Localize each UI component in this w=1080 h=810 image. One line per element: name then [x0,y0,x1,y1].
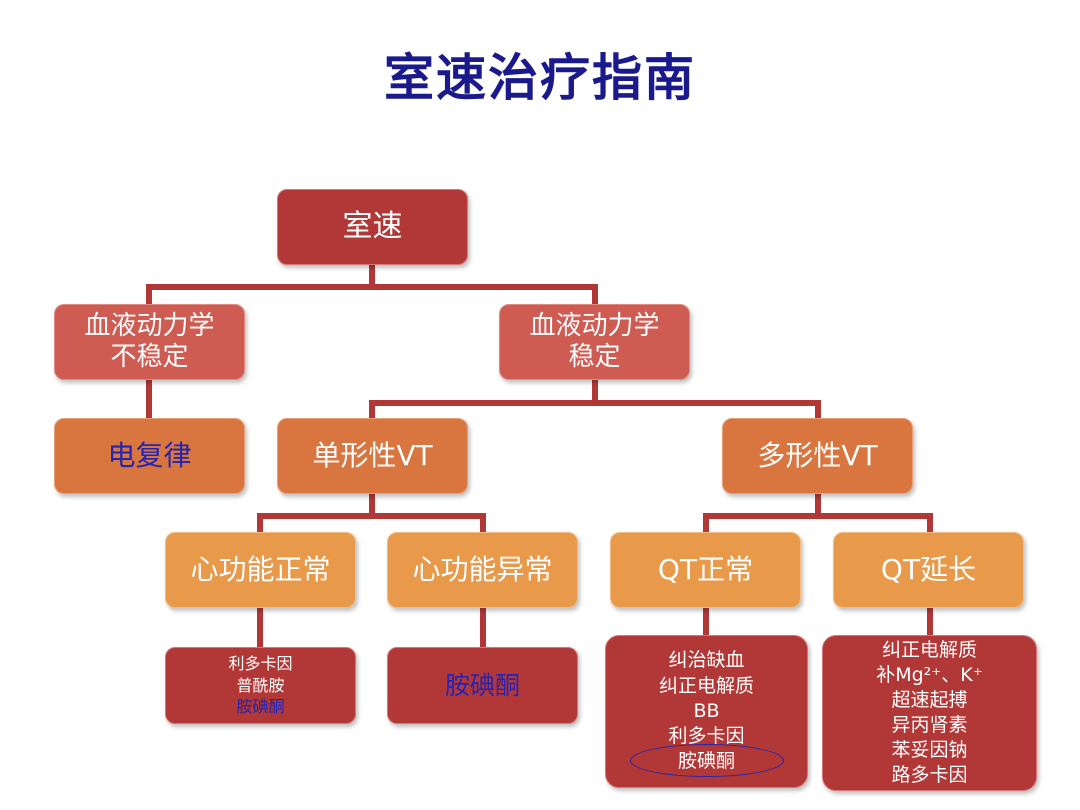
node-monomorphic-vt: 单形性VT [277,418,468,494]
treatment-item: 苯妥因钠 [891,739,968,762]
highlight-ellipse [630,744,784,777]
node-normal-function-label: 心功能正常 [190,553,331,587]
node-cardioversion: 电复律 [54,418,245,494]
node-normal-cardiac-function: 心功能正常 [165,532,356,608]
node-abnormal-cardiac-function: 心功能异常 [387,532,578,608]
node-abnormal-function-label: 心功能异常 [412,553,553,587]
drug-item: 普酰胺 [236,675,285,695]
node-unstable-line2: 不稳定 [110,342,189,372]
treatment-item: 异丙肾素 [891,714,968,736]
page-title: 室速治疗指南 [384,49,696,107]
treatment-item: 超速起搏 [891,688,968,711]
treatment-item: BB [693,699,720,722]
node-qt-prolonged: QT延长 [833,532,1024,608]
node-stable-line2: 稳定 [568,342,621,372]
node-qt-prolonged-label: QT延长 [880,553,977,587]
node-qt-normal-label: QT正常 [657,553,754,587]
node-stable-line1: 血液动力学 [529,310,660,341]
node-treatment-qt-prolonged: 纠正电解质 补Mg²⁺、K⁺ 超速起搏 异丙肾素 苯妥因钠 路多卡因 [822,635,1037,791]
node-cardioversion-label: 电复律 [107,439,192,473]
treatment-item: 路多卡因 [891,764,968,787]
node-monomorphic-vt-label: 单形性VT [312,439,433,473]
node-polymorphic-vt-label: 多形性VT [757,439,878,473]
node-drugs-normal-function: 利多卡因 普酰胺 胺碘酮 [165,647,356,724]
treatment-item: 纠治缺血 [668,649,745,672]
connector-stable-branches [369,400,821,418]
node-hemodynamic-unstable: 血液动力学 不稳定 [54,304,245,380]
connector-root-branches [146,284,598,307]
treatment-item: 纠正电解质 [881,638,977,661]
drug-item: 胺碘酮 [236,697,285,717]
node-hemodynamic-stable: 血液动力学 稳定 [499,304,690,380]
drug-item: 胺碘酮 [444,670,520,700]
node-drugs-abnormal-function: 胺碘酮 [387,647,578,724]
node-vt-root-label: 室速 [342,209,403,244]
node-unstable-line1: 血液动力学 [84,310,215,341]
treatment-item: 补Mg²⁺、K⁺ [876,663,983,686]
treatment-item: 纠正电解质 [658,674,754,697]
treatment-item: 利多卡因 [668,725,745,748]
connector-mono-branches [257,513,486,532]
node-qt-normal: QT正常 [610,532,801,608]
connector-poly-branches [703,513,933,532]
node-vt-root: 室速 [277,189,468,265]
drug-item: 利多卡因 [228,654,293,674]
node-polymorphic-vt: 多形性VT [722,418,913,494]
